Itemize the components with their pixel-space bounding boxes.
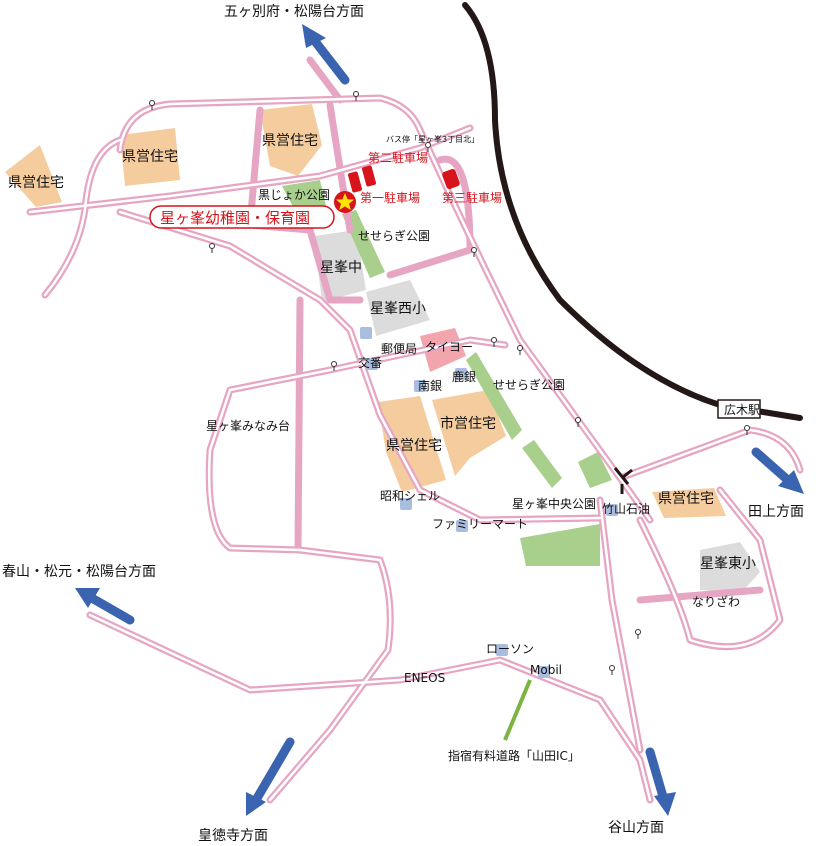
facility-label: ファミリーマート (432, 517, 528, 531)
bus-stop-icon (575, 417, 581, 427)
taiyo-block (420, 328, 466, 372)
housing-block (378, 396, 446, 492)
housing-block (5, 145, 62, 207)
facility-label: 郵便局 (381, 342, 417, 356)
park-block (282, 180, 326, 212)
park-label: せせらぎ公園 (493, 378, 565, 392)
facility-label: 南銀 (418, 378, 442, 393)
housing-block (432, 390, 506, 476)
highway-label: 指宿有料道路「山田IC」 (448, 748, 580, 763)
arrow-icon (302, 24, 350, 85)
parking-icon (362, 165, 376, 187)
direction-south-west: 皇徳寺方面 (198, 828, 268, 844)
park-label: せせらぎ公園 (358, 229, 430, 243)
housing-label: 県営住宅 (122, 149, 178, 165)
housing-label: 県営住宅 (8, 175, 64, 191)
park-block (520, 524, 600, 566)
bus-stop-label: バス停「星ヶ峯3丁目北」 (386, 134, 479, 144)
arrow-icon (751, 447, 804, 494)
area-label: なりざわ (692, 594, 740, 609)
facility-label: 交番 (358, 355, 382, 370)
school-label: 星峯東小 (700, 556, 756, 572)
park-label: 黒じょか公園 (258, 188, 330, 202)
facility-markers (360, 327, 618, 678)
bus-stop-icon (471, 247, 477, 257)
direction-north: 五ヶ別府・松陽台方面 (224, 4, 364, 20)
facility-label: 昭和シェル (380, 489, 440, 503)
parking-1-label: 第一駐車場 (360, 190, 420, 205)
parking-icon (348, 171, 362, 193)
housing-label: 県営住宅 (658, 491, 714, 507)
direction-south: 谷山方面 (608, 820, 664, 836)
bus-stop-icons (149, 91, 750, 675)
facility-label: タイヨー (425, 340, 473, 354)
parking-2-label: 第二駐車場 (368, 150, 428, 165)
housing-block (260, 104, 322, 176)
facility-label: 鹿銀 (452, 369, 476, 384)
areas-layer (5, 104, 760, 592)
arrow-icon (246, 737, 295, 816)
direction-arrows (75, 24, 804, 816)
bus-stop-icon (331, 361, 337, 371)
school-block (700, 542, 760, 592)
bus-stop-icon (517, 345, 523, 355)
labels: 県営住宅 県営住宅 県営住宅 県営住宅 市営住宅 県営住宅 星峯中 星峯西小 星… (8, 133, 756, 763)
ic-pointer (503, 679, 532, 741)
housing-label: 市営住宅 (440, 415, 496, 432)
housing-block (120, 128, 180, 186)
parking-icon (442, 168, 460, 190)
school-label: 星峯中 (320, 260, 362, 276)
arrow-icon (75, 588, 135, 625)
parking-3-label: 第三駐車場 (442, 190, 502, 205)
school-block (366, 280, 430, 336)
bus-stop-icon (149, 100, 155, 110)
bus-stop-icon (425, 142, 431, 152)
railway-line (462, 2, 803, 421)
arrow-icon (645, 747, 676, 816)
bus-stop-icon (609, 665, 615, 675)
bus-stop-icon (491, 337, 497, 347)
parking-lots: 第一駐車場 第二駐車場 第三駐車場 (348, 150, 502, 205)
station[interactable]: 広木駅 (717, 399, 761, 419)
destination-label: 星ヶ峯幼稚園・保育園 (160, 209, 310, 227)
bus-stop-icon (353, 91, 359, 101)
housing-label: 県営住宅 (386, 438, 442, 454)
bus-stop-icon (209, 243, 215, 253)
area-label: 星ヶ峯みなみ台 (206, 418, 290, 433)
park-label: 星ヶ峯中央公園 (512, 496, 596, 511)
crossing-icon (613, 467, 633, 494)
school-label: 星峯西小 (370, 301, 426, 317)
direction-east: 田上方面 (748, 504, 804, 520)
station-label: 広木駅 (724, 403, 760, 417)
direction-west: 春山・松元・松陽台方面 (2, 564, 156, 580)
park-block (578, 452, 612, 488)
facility-label: Mobil (530, 663, 562, 677)
star-icon (336, 193, 354, 210)
bus-stop-icon (635, 629, 641, 639)
housing-block (652, 488, 726, 518)
destination[interactable]: 星ヶ峯幼稚園・保育園 (149, 191, 356, 229)
facility-label: ENEOS (404, 671, 445, 685)
facility-label: 竹山石油 (602, 502, 650, 516)
facility-label: ローソン (486, 642, 534, 656)
park-block (522, 440, 562, 488)
bus-stop-icon (744, 425, 750, 435)
housing-label: 県営住宅 (262, 133, 318, 149)
park-block (466, 352, 522, 440)
roads-layer (26, 56, 804, 804)
